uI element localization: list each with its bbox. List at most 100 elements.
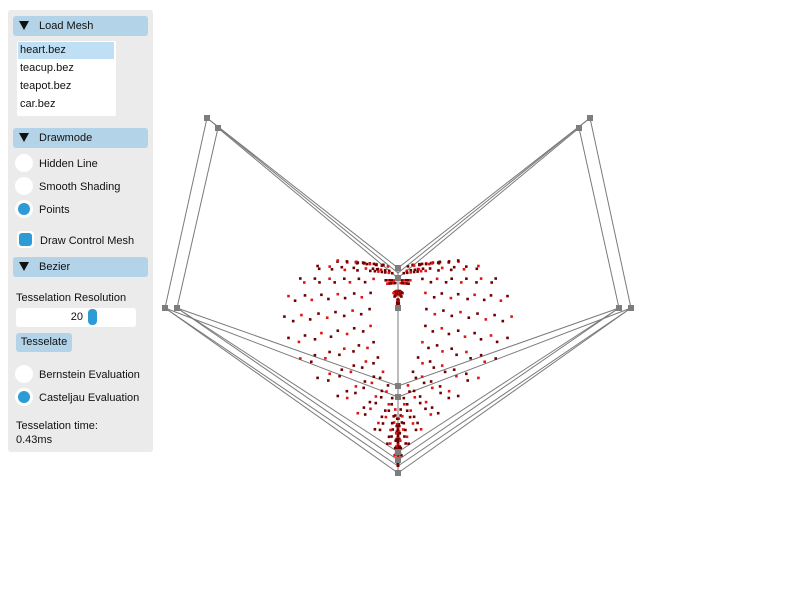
surface-point <box>375 268 379 271</box>
surface-point <box>374 395 378 398</box>
control-point[interactable] <box>395 265 401 271</box>
drawmode-header-label: Drawmode <box>39 132 93 144</box>
surface-point <box>482 298 486 302</box>
render-viewport[interactable] <box>155 0 797 596</box>
radio-bernstein-evaluation[interactable] <box>15 365 33 383</box>
surface-point <box>360 366 364 369</box>
surface-point <box>425 307 428 311</box>
control-mesh-edge <box>164 117 208 309</box>
slider-handle[interactable] <box>88 309 97 325</box>
surface-point <box>364 267 368 270</box>
surface-point <box>428 360 432 363</box>
surface-point <box>399 446 403 450</box>
control-point[interactable] <box>215 125 221 131</box>
surface-point <box>467 316 471 319</box>
surface-point <box>325 316 329 319</box>
surface-point <box>345 396 349 400</box>
surface-point <box>424 324 427 328</box>
surface-point <box>466 379 469 382</box>
radio-points[interactable] <box>15 200 33 218</box>
surface-point <box>351 309 354 312</box>
surface-point <box>440 327 444 330</box>
load-mesh-header[interactable]: Load Mesh <box>13 16 148 36</box>
tesselation-resolution-slider[interactable]: 20 <box>16 308 136 327</box>
control-point[interactable] <box>174 305 180 311</box>
surface-point <box>390 403 393 406</box>
surface-point <box>328 372 331 376</box>
control-point[interactable] <box>395 383 401 389</box>
surface-point <box>394 408 397 411</box>
surface-point <box>405 409 409 412</box>
radio-smooth-shading[interactable] <box>15 177 33 195</box>
surface-point <box>400 454 403 457</box>
control-point[interactable] <box>395 470 401 476</box>
surface-point <box>328 265 331 268</box>
control-point[interactable] <box>616 305 622 311</box>
surface-point <box>417 268 421 271</box>
surface-point <box>384 409 387 412</box>
control-point[interactable] <box>587 115 593 121</box>
surface-point <box>430 406 434 409</box>
surface-point <box>369 269 372 273</box>
surface-point <box>447 332 451 336</box>
surface-point <box>432 296 436 299</box>
surface-point <box>381 422 385 425</box>
surface-point <box>489 334 493 337</box>
surface-point <box>300 313 303 317</box>
control-point[interactable] <box>395 457 401 463</box>
surface-point <box>449 296 453 300</box>
surface-point <box>429 280 433 284</box>
surface-point <box>297 340 301 344</box>
surface-point <box>399 414 402 417</box>
surface-point <box>362 386 365 390</box>
file-item-teacup[interactable]: teacup.bez <box>20 62 74 74</box>
surface-point <box>455 374 458 378</box>
tesselate-button[interactable]: Tesselate <box>16 333 72 352</box>
drawmode-header[interactable]: Drawmode <box>13 128 148 148</box>
control-mesh-edge <box>397 307 620 461</box>
bezier-header[interactable]: Bezier <box>13 257 148 277</box>
surface-point <box>352 292 356 295</box>
surface-point <box>475 267 479 271</box>
mesh-file-list[interactable]: heart.bez teacup.bez teapot.bez car.bez <box>17 41 116 116</box>
surface-point <box>373 428 377 431</box>
radio-hidden-line[interactable] <box>15 154 33 172</box>
surface-point <box>336 329 340 332</box>
surface-point <box>372 277 375 281</box>
surface-point <box>490 281 493 284</box>
surface-point <box>317 267 321 271</box>
surface-point <box>427 346 430 350</box>
control-mesh-edge <box>176 307 399 387</box>
surface-point <box>330 268 334 271</box>
surface-point <box>320 293 323 297</box>
control-point[interactable] <box>395 305 401 311</box>
surface-point <box>419 428 423 431</box>
surface-point <box>391 428 395 431</box>
surface-point <box>389 282 392 285</box>
control-point[interactable] <box>395 394 401 400</box>
control-point[interactable] <box>162 305 168 311</box>
draw-control-mesh-checkbox[interactable] <box>17 231 34 248</box>
control-point[interactable] <box>395 275 401 281</box>
surface-point <box>399 439 402 442</box>
surface-point <box>452 265 456 269</box>
surface-point <box>447 389 451 393</box>
surface-point <box>412 415 416 419</box>
surface-point <box>477 264 480 268</box>
surface-point <box>389 442 392 445</box>
control-point[interactable] <box>395 449 401 455</box>
surface-point <box>440 364 444 367</box>
surface-point <box>359 312 363 316</box>
surface-point <box>435 277 439 281</box>
control-point[interactable] <box>576 125 582 131</box>
file-item-teapot[interactable]: teapot.bez <box>20 80 72 92</box>
radio-casteljau-evaluation[interactable] <box>15 388 33 406</box>
surface-point <box>433 312 437 316</box>
control-point[interactable] <box>204 115 210 121</box>
file-item-heart[interactable]: heart.bez <box>18 42 114 59</box>
surface-point <box>465 277 468 280</box>
surface-point <box>370 381 374 385</box>
surface-point <box>402 396 406 400</box>
control-point[interactable] <box>628 305 634 311</box>
file-item-car[interactable]: car.bez <box>20 98 56 110</box>
